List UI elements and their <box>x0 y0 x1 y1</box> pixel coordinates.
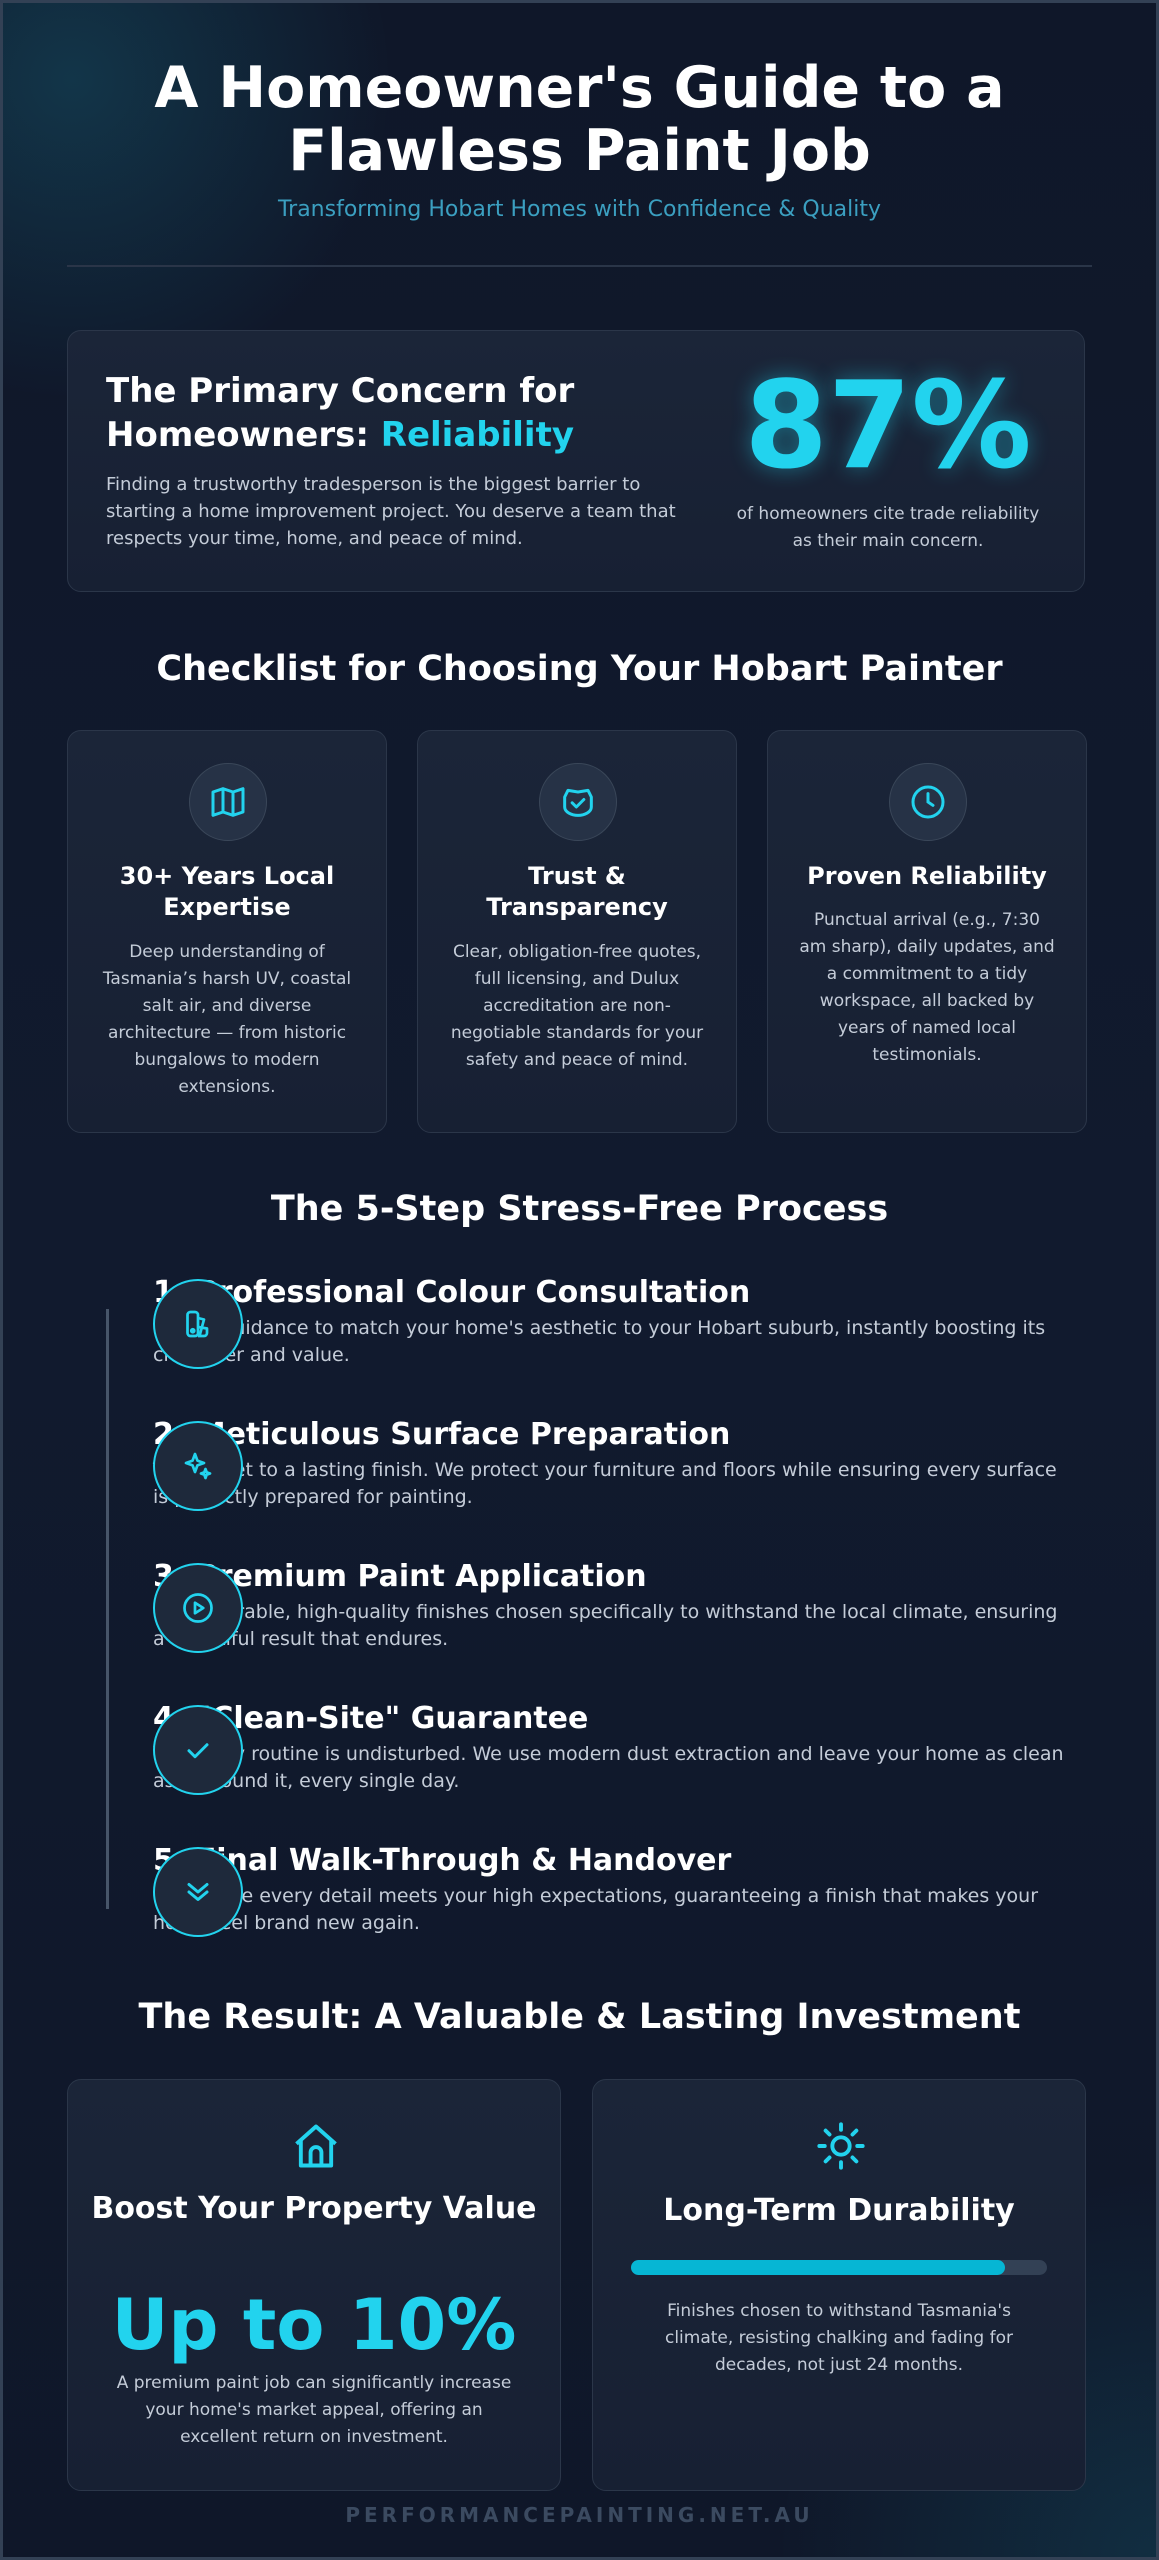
property-value-card: Boost Your Property Value Up to 10% A pr… <box>67 2079 561 2491</box>
checklist-title: Checklist for Choosing Your Hobart Paint… <box>156 649 1003 689</box>
process-step: 2. Meticulous Surface Preparation The se… <box>153 1417 1073 1511</box>
play-circle-icon <box>153 1563 243 1653</box>
process-step-text: We ensure every detail meets your high e… <box>153 1885 1039 1934</box>
stat-caption: of homeowners cite trade reliability as … <box>736 504 1040 551</box>
checklist-card-text: Punctual arrival (e.g., 7:30 am sharp), … <box>799 910 1055 1065</box>
checklist-card-text: Clear, obligation-free quotes, full lice… <box>450 942 704 1070</box>
page-subtitle: Transforming Hobart Homes with Confidenc… <box>277 197 882 222</box>
durability-progress-fill <box>631 2260 1006 2275</box>
concern-title-accent: Reliability <box>380 415 574 455</box>
process-step-title: 3. Premium Paint Application <box>153 1559 647 1594</box>
palette-icon <box>153 1279 243 1369</box>
double-chevron-down-icon <box>153 1847 243 1937</box>
process-step: 5. Final Walk-Through & Handover We ensu… <box>153 1843 1073 1937</box>
durability-card: Long-Term Durability Finishes chosen to … <box>592 2079 1086 2491</box>
page-title: A Homeowner's Guide to a Flawless Paint … <box>3 57 1156 183</box>
checklist-card-title: 30+ Years Local Expertise <box>119 862 335 921</box>
title-line-2: Flawless Paint Job <box>288 118 871 184</box>
map-icon <box>189 763 267 841</box>
property-value-title: Boost Your Property Value <box>91 2191 537 2226</box>
durability-title: Long-Term Durability <box>663 2193 1015 2228</box>
check-icon <box>153 1705 243 1795</box>
clock-icon <box>889 763 967 841</box>
stat-value: 87% <box>744 357 1032 496</box>
concern-text: Finding a trustworthy tradesperson is th… <box>106 474 676 549</box>
durability-text: Finishes chosen to withstand Tasmania's … <box>664 2301 1014 2375</box>
shield-check-icon <box>539 763 617 841</box>
checklist-card: Proven Reliability Punctual arrival (e.g… <box>767 730 1087 1133</box>
process-step: 3. Premium Paint Application Using durab… <box>153 1559 1073 1653</box>
process-step-title: 5. Final Walk-Through & Handover <box>153 1843 732 1878</box>
process-step-text: Your daily routine is undisturbed. We us… <box>153 1743 1064 1792</box>
process-title: The 5-Step Stress-Free Process <box>270 1189 889 1229</box>
process-step-title: 2. Meticulous Surface Preparation <box>153 1417 731 1452</box>
checklist-card-title: Proven Reliability <box>807 862 1047 890</box>
process-step: 1. Professional Colour Consultation Expe… <box>153 1275 1073 1369</box>
checklist-card-text: Deep understanding of Tasmania’s harsh U… <box>102 942 352 1097</box>
process-step-title: 1. Professional Colour Consultation <box>153 1275 751 1310</box>
process-step-title: 4. "Clean-Site" Guarantee <box>153 1701 589 1736</box>
checklist-card-title: Trust & Transparency <box>486 862 668 921</box>
checklist-card: Trust & Transparency Clear, obligation-f… <box>417 730 737 1133</box>
header-divider <box>67 265 1092 267</box>
process-step-text: The secret to a lasting finish. We prote… <box>153 1459 1057 1508</box>
timeline-line <box>106 1309 109 1909</box>
header: A Homeowner's Guide to a Flawless Paint … <box>3 57 1156 223</box>
primary-concern-card: The Primary Concern for Homeowners: Reli… <box>67 330 1085 592</box>
property-value-stat: Up to 10% <box>111 2284 517 2366</box>
property-value-text: A premium paint job can significantly in… <box>116 2373 512 2447</box>
concern-title: The Primary Concern for Homeowners: Reli… <box>106 369 574 457</box>
concern-title-prefix: The Primary Concern for <box>106 371 575 411</box>
durability-progress-bar <box>631 2260 1047 2275</box>
home-icon <box>290 2120 342 2172</box>
concern-title-line2: Homeowners: <box>106 415 381 455</box>
process-step-text: Expert guidance to match your home's aes… <box>153 1317 1046 1366</box>
process-step: 4. "Clean-Site" Guarantee Your daily rou… <box>153 1701 1073 1795</box>
sun-icon <box>815 2120 867 2172</box>
title-line-1: A Homeowner's Guide to a <box>154 55 1005 121</box>
sparkles-icon <box>153 1421 243 1511</box>
footer-website: PERFORMANCEPAINTING.NET.AU <box>345 2503 814 2527</box>
result-title: The Result: A Valuable & Lasting Investm… <box>138 1997 1021 2037</box>
checklist-card: 30+ Years Local Expertise Deep understan… <box>67 730 387 1133</box>
process-step-text: Using durable, high-quality finishes cho… <box>153 1601 1058 1650</box>
